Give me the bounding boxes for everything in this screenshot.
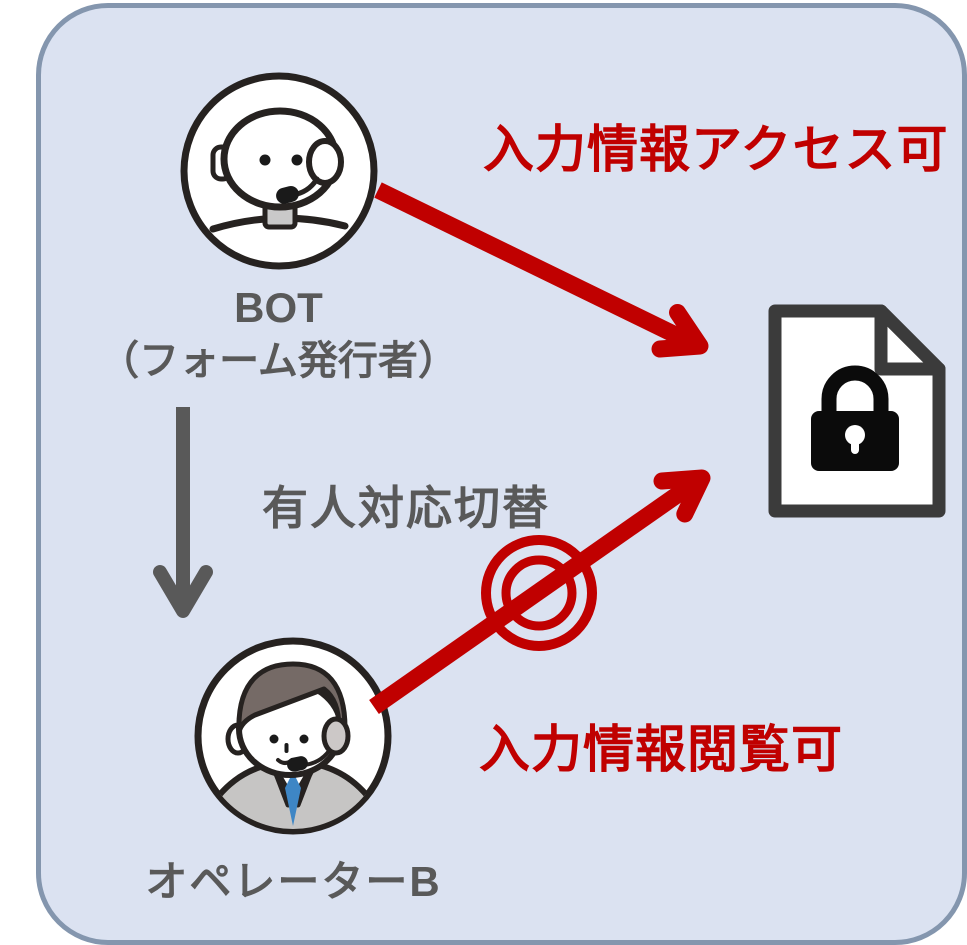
bot-avatar-icon [180, 72, 378, 270]
lock-icon [811, 365, 899, 471]
operator-tie [285, 772, 301, 826]
bot-label-line1: BOT [234, 284, 323, 331]
bot-label: BOT （フォーム発行者） [61, 280, 496, 388]
locked-document-icon [768, 304, 946, 518]
operator-label: オペレーターB [145, 858, 442, 905]
operator-face [225, 661, 351, 778]
operator-hair [236, 661, 348, 735]
bot-access-label: 入力情報アクセス可 [483, 121, 949, 178]
bot-face [209, 107, 349, 233]
bot-label-line2: （フォーム発行者） [99, 339, 458, 384]
operator-access-label: 入力情報閲覧可 [479, 721, 844, 778]
operator-avatar-icon [194, 637, 392, 835]
handoff-label: 有人対応切替 [262, 482, 550, 534]
diagram-panel: BOT （フォーム発行者） 入力情報アクセス可 有人対応切替 入力情報閲覧可 [36, 3, 967, 945]
